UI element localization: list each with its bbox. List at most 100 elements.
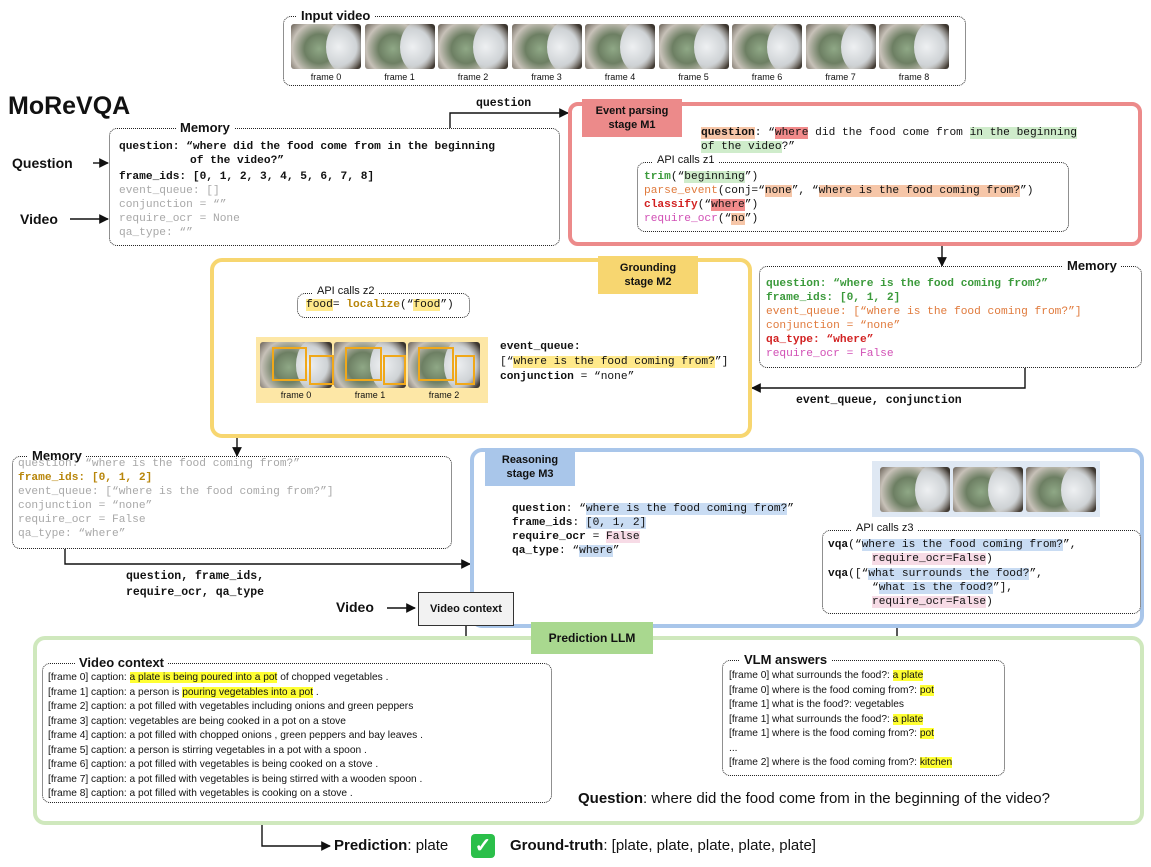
memory1-event-queue: event_queue: [] [119,185,220,197]
input-frame-0-label: frame 0 [310,72,342,82]
video-context-line: [frame 6] caption: a pot filled with veg… [48,759,379,770]
memory-title-2: Memory [1063,258,1121,273]
bbox-frame0-plate [309,355,334,385]
api-require-ocr: require_ocr(“no”) [644,213,759,225]
input-frame-7-label: frame 7 [825,72,856,82]
memory2-conjunction: conjunction = “none” [766,320,901,332]
api-calls-z3-title: API calls z3 [852,522,918,534]
reasoning-frame-2-image [1026,467,1096,512]
api-calls-z2-title: API calls z2 [313,285,379,297]
arrow-prediction [261,825,331,851]
ground-truth-text: Ground-truth: [plate, plate, plate, plat… [510,837,816,854]
stage2-event-queue-key: event_queue: [500,341,581,353]
api-vqa-2: vqa([“what surrounds the food?”, [828,568,1043,580]
memory1-qa-type: qa_type: “” [119,227,193,239]
reasoning-frame-0-image [880,467,950,512]
video-label: Video [336,599,374,615]
memory3-require-ocr: require_ocr = False [18,514,146,526]
video-input-label: Video [20,211,58,227]
memory1-question: question: “where did the food come from … [119,141,495,153]
question-input-label: Question [12,155,73,171]
memory3-qa-type: qa_type: “where” [18,528,126,540]
reasoning-frame-1-image [953,467,1023,512]
bbox-frame1-food [345,347,382,381]
api-localize: food= localize(“food”) [306,299,454,311]
api-trim: trim(“beginning”) [644,171,759,183]
input-frame-1-label: frame 1 [384,72,415,82]
stage3-frame-ids: frame_ids: [0, 1, 2] [512,517,647,529]
arrow-event-label: event_queue, conjunction [796,394,962,407]
video-context-line: [frame 5] caption: a person is stirring … [48,744,367,756]
input-frame-6-image [732,24,802,69]
memory-box-2 [759,266,1142,368]
input-frame-0-image [291,24,361,69]
input-frame-5-image [658,24,729,69]
video-context-line: [frame 3] caption: vegetables are being … [48,715,346,727]
video-context-node: Video context [418,592,514,626]
input-frame-7-image [805,24,876,69]
video-context-line: [frame 7] caption: a pot filled with veg… [48,773,423,785]
memory3-frame-ids: frame_ids: [0, 1, 2] [18,472,153,484]
input-frame-8-image [879,24,949,69]
bbox-frame2-plate [455,355,475,385]
memory1-question-cont: of the video?” [190,155,284,167]
vlm-answer-line: [frame 2] where is the food coming from?… [729,757,953,768]
api-parse-event: parse_event(conj=“none”, “where is the f… [644,185,1034,197]
arrow-memory3-stage3 [64,549,471,569]
input-frame-5-label: frame 5 [678,72,709,82]
vlm-answer-line: [frame 0] what surrounds the food?: a pl… [729,670,924,681]
input-frame-2-label: frame 2 [457,72,489,82]
input-frame-8-label: frame 8 [898,72,930,82]
event-parsing-label-box [582,99,682,137]
api-vqa-2-ocr: require_ocr=False) [872,596,993,608]
vlm-answers-title: VLM answers [740,652,832,667]
video-context-line: [frame 1] caption: a person is pouring v… [48,686,319,698]
video-context-line: [frame 4] caption: a pot filled with cho… [48,730,423,741]
stage1-question: question: “where did the food come from … [701,127,1078,139]
arrow-memory2-stage2 [751,368,1026,393]
vlm-answer-line: [frame 0] where is the food coming from?… [729,684,934,696]
figure-title: MoReVQA [8,92,131,120]
prediction-llm-label: Prediction LLM [531,622,653,654]
grounding-frame-1-label: frame 1 [354,390,386,400]
stage2-conjunction: conjunction = “none” [500,371,635,383]
video-context-line: [frame 0] caption: a plate is being pour… [48,672,389,683]
input-frame-3-label: frame 3 [531,72,562,82]
prediction-text: Prediction: plate [334,837,449,854]
video-context-title: Video context [75,655,169,670]
memory2-event-queue: event_queue: [“where is the food coming … [766,306,1082,318]
memory2-question: question: “where is the food coming from… [766,278,1048,290]
api-calls-z1-title: API calls z1 [653,154,719,166]
input-frame-1-image [364,24,435,69]
stage3-question: question: “where is the food coming from… [512,503,795,515]
memory-box-1 [109,128,560,246]
input-frame-2-image [438,24,508,69]
memory-title-1: Memory [176,120,234,135]
api-vqa-2-b: “what is the food?”], [872,582,1014,594]
memory3-conjunction: conjunction = “none” [18,500,153,512]
api-classify: classify(“where”) [644,199,759,211]
stage3-require-ocr: require_ocr = False [512,531,640,543]
api-vqa-1: vqa(“where is the food coming from?”, [828,539,1077,551]
check-icon: ✓ [471,834,495,858]
input-frame-6-label: frame 6 [751,72,783,82]
memory3-event-queue: event_queue: [“where is the food coming … [18,486,334,498]
vlm-answer-line: ... [729,742,738,754]
grounding-frame-0-label: frame 0 [280,390,312,400]
video-context-line: [frame 2] caption: a pot filled with veg… [48,701,414,712]
memory3-question: question: “where is the food coming from… [18,458,300,470]
bbox-frame1-plate [383,355,406,385]
bbox-frame2-food [418,347,454,381]
memory-box-3 [12,456,452,549]
memory1-frame-ids: frame_ids: [0, 1, 2, 3, 4, 5, 6, 7, 8] [119,171,375,183]
vlm-answer-line: [frame 1] what is the food?: vegetables [729,699,904,710]
arrow-question-label: question [476,97,532,110]
grounding-frame-2-label: frame 2 [428,390,460,400]
memory2-require-ocr: require_ocr = False [766,348,894,360]
reasoning-label-box [485,448,575,486]
stage3-qa-type: qa_type: “where” [512,545,620,557]
api-vqa-1-ocr: require_ocr=False) [872,553,993,565]
video-context-line: [frame 8] caption: a pot filled with veg… [48,788,353,799]
input-video-title: Input video [297,8,375,23]
